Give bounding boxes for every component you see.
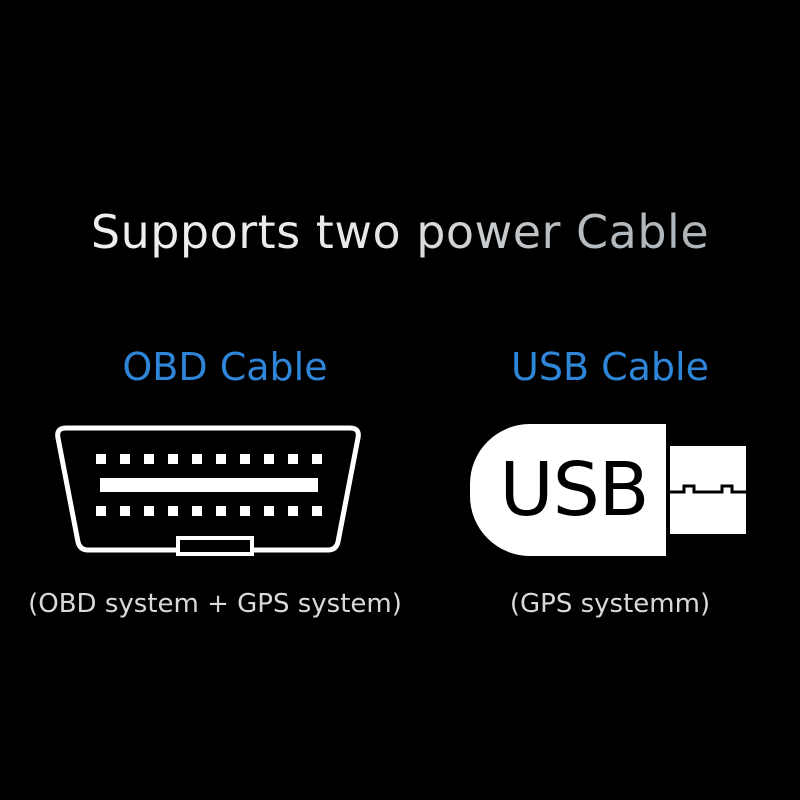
- usb-plug-tip-icon: [670, 446, 746, 534]
- usb-plug-icon: USB: [470, 424, 750, 556]
- obd-connector-icon: [55, 425, 361, 556]
- obd-cable-caption: (OBD system + GPS system): [28, 589, 402, 619]
- obd-cable-title: OBD Cable: [122, 345, 328, 389]
- usb-cable-title: USB Cable: [511, 345, 709, 389]
- usb-plug-label: USB: [499, 447, 650, 533]
- usb-plug-body: [470, 424, 666, 556]
- headline: Supports two power Cable: [0, 200, 800, 264]
- usb-cable-caption: (GPS systemm): [509, 589, 711, 619]
